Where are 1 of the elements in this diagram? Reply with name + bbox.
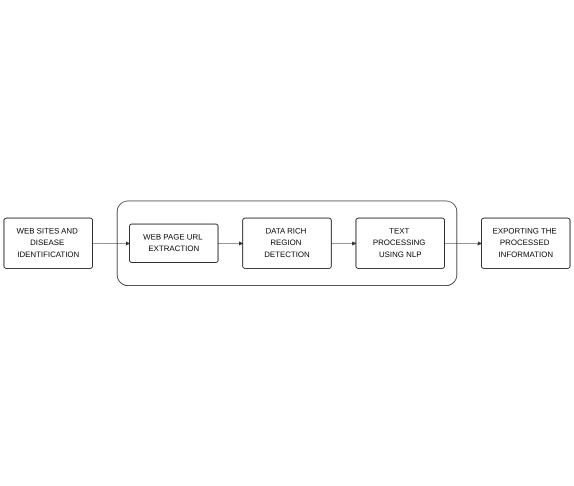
cluster xyxy=(116,200,458,286)
